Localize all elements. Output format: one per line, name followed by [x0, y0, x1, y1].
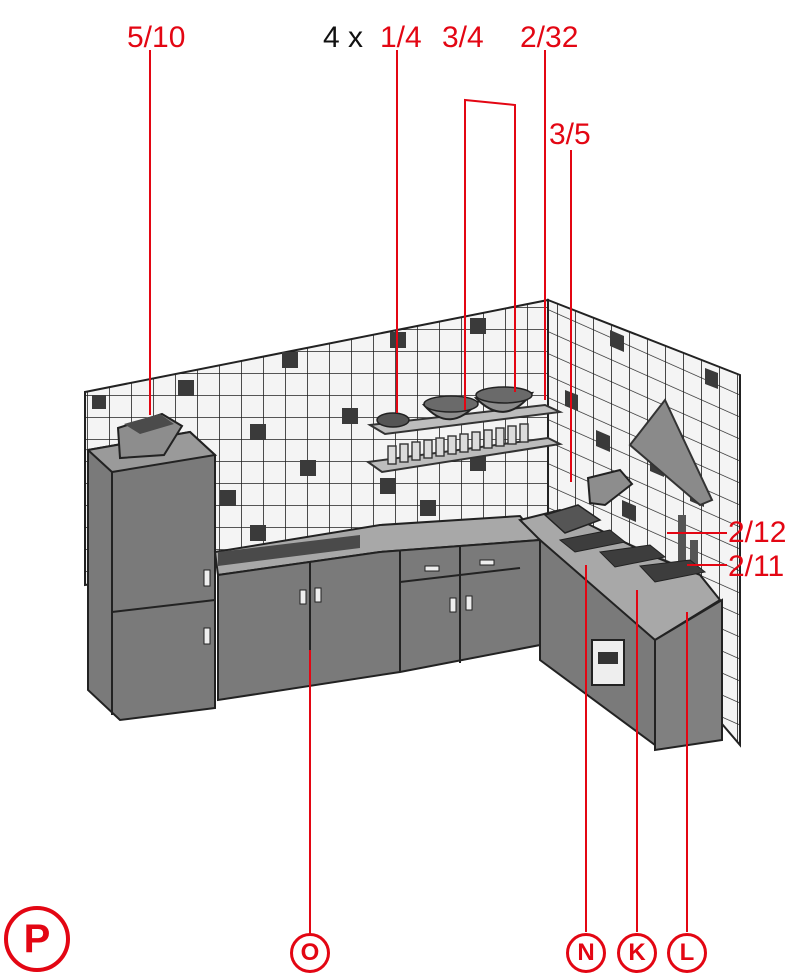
label-fridge-basket: 5/10 [127, 21, 186, 54]
counter-run [213, 514, 543, 702]
fridge [85, 412, 218, 722]
label-stove-unit: K [617, 933, 657, 973]
label-upper-rail: 2/12 [728, 516, 787, 549]
label-plates: 1/4 [380, 21, 422, 54]
label-sink-unit: N [566, 933, 606, 973]
leader-lines [149, 50, 727, 935]
label-end-cabinet: L [667, 933, 707, 973]
label-multiplier: 4 x [323, 21, 364, 54]
right-counter [518, 468, 723, 752]
page-badge: P [4, 906, 70, 972]
label-bowls: 3/4 [442, 21, 484, 54]
label-counter: O [290, 933, 330, 973]
label-lower-rail: 2/11 [728, 550, 785, 583]
label-dish-rack: 3/5 [549, 118, 591, 151]
label-shelf: 2/32 [520, 21, 579, 54]
